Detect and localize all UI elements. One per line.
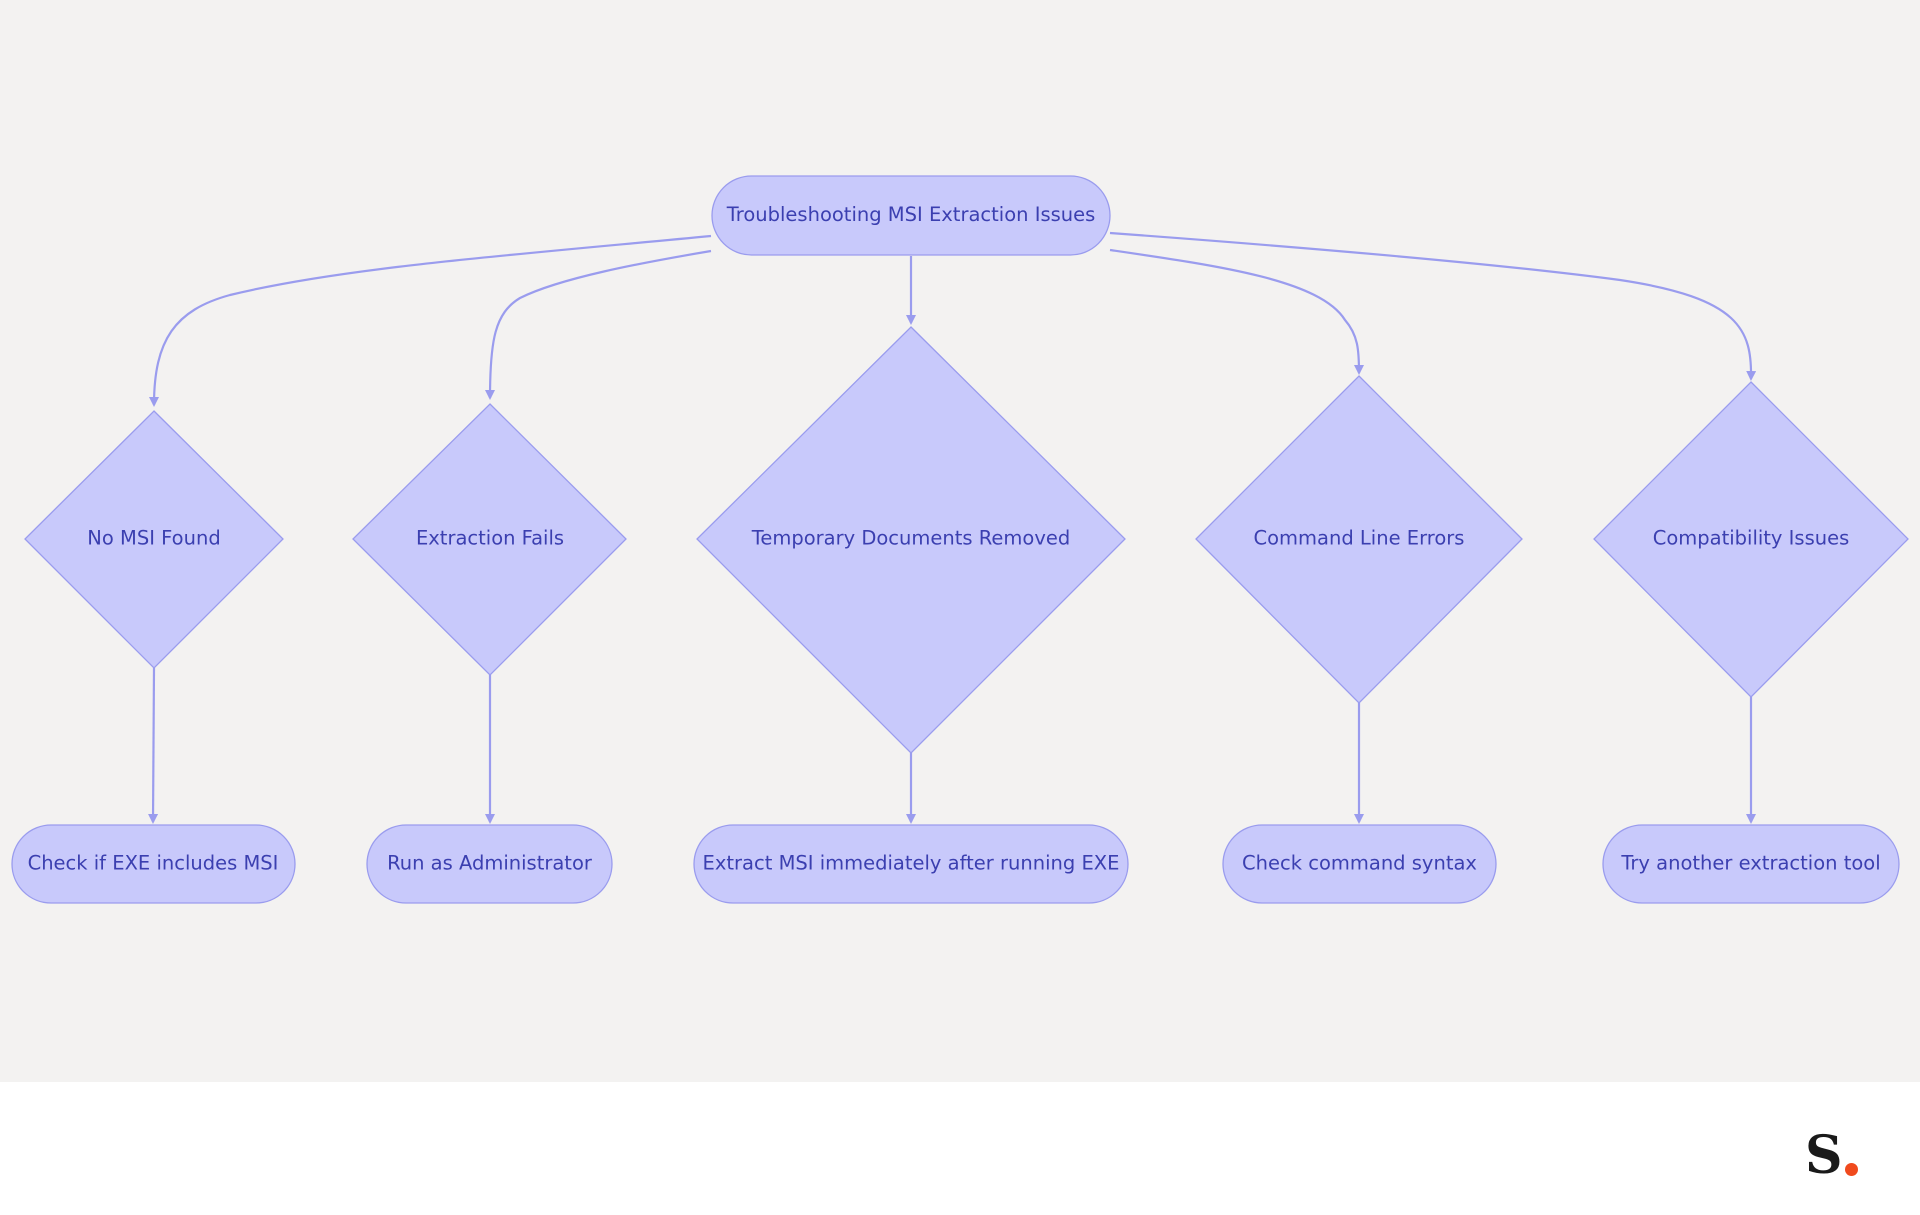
solution-node-3-label: Extract MSI immediately after running EX… [703,852,1120,875]
issue-node-3: Temporary Documents Removed [696,326,1126,754]
solution-node-3: Extract MSI immediately after running EX… [693,824,1129,904]
logo-dot-icon [1844,1163,1858,1176]
edges [148,231,1757,824]
issue-node-5-label: Compatibility Issues [1653,527,1850,550]
issue-node-4-label: Command Line Errors [1254,527,1465,550]
edge-root-to-issue-1 [149,234,712,407]
solution-node-4-label: Check command syntax [1242,852,1477,875]
edge-root-to-issue-4 [1109,248,1364,375]
diagram-canvas: Troubleshooting MSI Extraction Issues No… [0,0,1920,1082]
issue-node-1: No MSI Found [24,410,284,669]
logo-letter: S [1805,1125,1843,1186]
issue-node-3-label: Temporary Documents Removed [751,527,1071,550]
root-node-label: Troubleshooting MSI Extraction Issues [726,203,1096,226]
brand-logo: S [1805,1126,1858,1182]
solution-node-2-label: Run as Administrator [387,852,593,875]
issue-node-2-label: Extraction Fails [416,527,564,550]
issue-node-2: Extraction Fails [352,403,627,676]
issue-node-1-label: No MSI Found [87,527,220,550]
solution-node-2: Run as Administrator [366,824,613,904]
issue-node-4: Command Line Errors [1195,375,1523,704]
solution-node-4: Check command syntax [1222,824,1497,904]
flowchart: Troubleshooting MSI Extraction Issues No… [11,175,1909,904]
issue-node-5: Compatibility Issues [1593,381,1909,698]
solution-node-1: Check if EXE includes MSI [11,824,296,904]
edge-issue-1-to-solution-1 [148,667,159,824]
solution-node-5-label: Try another extraction tool [1620,852,1880,875]
edge-root-to-issue-2 [485,249,712,400]
root-node: Troubleshooting MSI Extraction Issues [711,175,1111,256]
solution-node-5: Try another extraction tool [1602,824,1900,904]
edge-root-to-issue-5 [1109,231,1757,381]
footer [0,1082,1920,1215]
solution-node-1-label: Check if EXE includes MSI [28,852,279,875]
